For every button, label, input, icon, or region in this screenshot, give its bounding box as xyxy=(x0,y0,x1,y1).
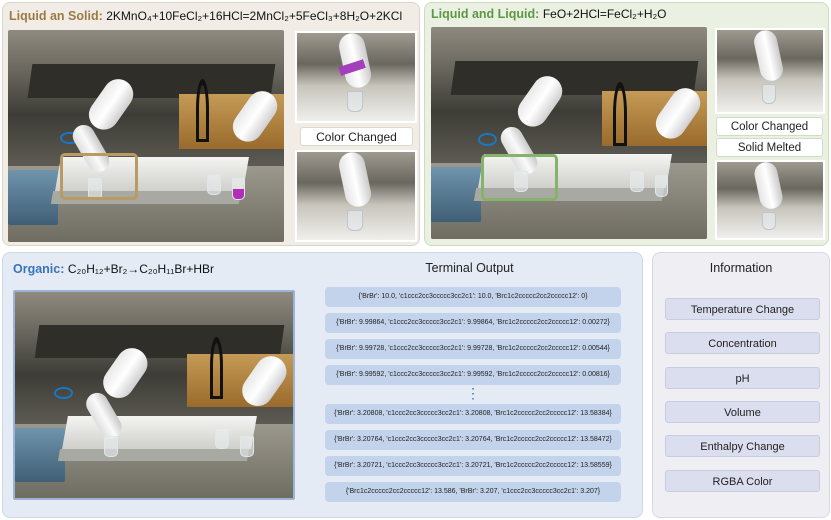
solid-panel-heading: Liquid an Solid: 2KMnO₄+10FeCl₂+16HCl=2M… xyxy=(9,9,402,23)
terminal-output-title: Terminal Output xyxy=(425,261,514,275)
terminal-row: {'BrBr': 10.0, 'c1ccc2cc3ccccc3cc2c1': 1… xyxy=(325,287,621,307)
organic-panel-colon: : xyxy=(60,262,65,276)
terminal-row: {'Brc1c2ccccc2cc2ccccc12': 13.586, 'BrBr… xyxy=(325,482,621,502)
liquid-panel-equation: FeO+2HCl=FeCl₂+H₂O xyxy=(542,7,667,21)
info-item-volume: Volume xyxy=(665,401,820,423)
solid-closeup-before xyxy=(295,31,417,123)
info-item-enthalpy-change: Enthalpy Change xyxy=(665,435,820,457)
info-item-ph: pH xyxy=(665,367,820,389)
solid-reaction-panel: Liquid an Solid: 2KMnO₄+10FeCl₂+16HCl=2M… xyxy=(2,2,420,246)
organic-lab-scene xyxy=(13,290,295,500)
solid-closeup-after xyxy=(295,150,417,242)
liquid-closeup-after xyxy=(715,160,825,240)
organic-reaction-panel: Organic: C₂₀H₁₂+Br₂→C₂₀H₁₁Br+HBr Termina… xyxy=(2,252,643,518)
solid-panel-title: Liquid an Solid xyxy=(9,9,99,23)
information-panel: Information Temperature Change Concentra… xyxy=(652,252,830,518)
organic-panel-heading: Organic: C₂₀H₁₂+Br₂→C₂₀H₁₁Br+HBr xyxy=(13,262,214,276)
terminal-row: {'BrBr': 3.20721, 'c1ccc2cc3ccccc3cc2c1'… xyxy=(325,456,621,476)
liquid-panel-heading: Liquid and Liquid: FeO+2HCl=FeCl₂+H₂O xyxy=(431,7,667,21)
tag-color-changed: Color Changed xyxy=(716,117,823,136)
tag-solid-melted: Solid Melted xyxy=(716,138,823,157)
ellipsis-icon: ⋮ xyxy=(466,385,480,401)
terminal-row: {'BrBr': 9.99864, 'c1ccc2cc3ccccc3cc2c1'… xyxy=(325,313,621,333)
liquid-reaction-panel: Liquid and Liquid: FeO+2HCl=FeCl₂+H₂O Co… xyxy=(424,2,829,246)
info-item-rgba-color: RGBA Color xyxy=(665,470,820,492)
highlight-box xyxy=(60,152,138,200)
organic-panel-equation: C₂₀H₁₂+Br₂→C₂₀H₁₁Br+HBr xyxy=(67,262,214,276)
tag-color-changed: Color Changed xyxy=(300,127,413,146)
info-item-concentration: Concentration xyxy=(665,332,820,354)
liquid-panel-title: Liquid and Liquid xyxy=(431,7,536,21)
terminal-row: {'BrBr': 9.99728, 'c1ccc2cc3ccccc3cc2c1'… xyxy=(325,339,621,359)
solid-panel-equation: 2KMnO₄+10FeCl₂+16HCl=2MnCl₂+5FeCl₃+8H₂O+… xyxy=(106,9,403,23)
solid-panel-colon: : xyxy=(98,9,103,23)
liquid-closeup-before xyxy=(715,28,825,114)
terminal-row: {'BrBr': 9.99592, 'c1ccc2cc3ccccc3cc2c1'… xyxy=(325,365,621,385)
info-item-temperature-change: Temperature Change xyxy=(665,298,820,320)
terminal-row: {'BrBr': 3.20808, 'c1ccc2cc3ccccc3cc2c1'… xyxy=(325,404,621,424)
liquid-panel-colon: : xyxy=(535,7,540,21)
solid-lab-scene xyxy=(8,30,284,242)
liquid-lab-scene xyxy=(431,27,707,239)
highlight-box xyxy=(480,154,558,201)
terminal-row: {'BrBr': 3.20764, 'c1ccc2cc3ccccc3cc2c1'… xyxy=(325,430,621,450)
information-title: Information xyxy=(709,261,773,275)
organic-panel-title: Organic xyxy=(13,262,61,276)
